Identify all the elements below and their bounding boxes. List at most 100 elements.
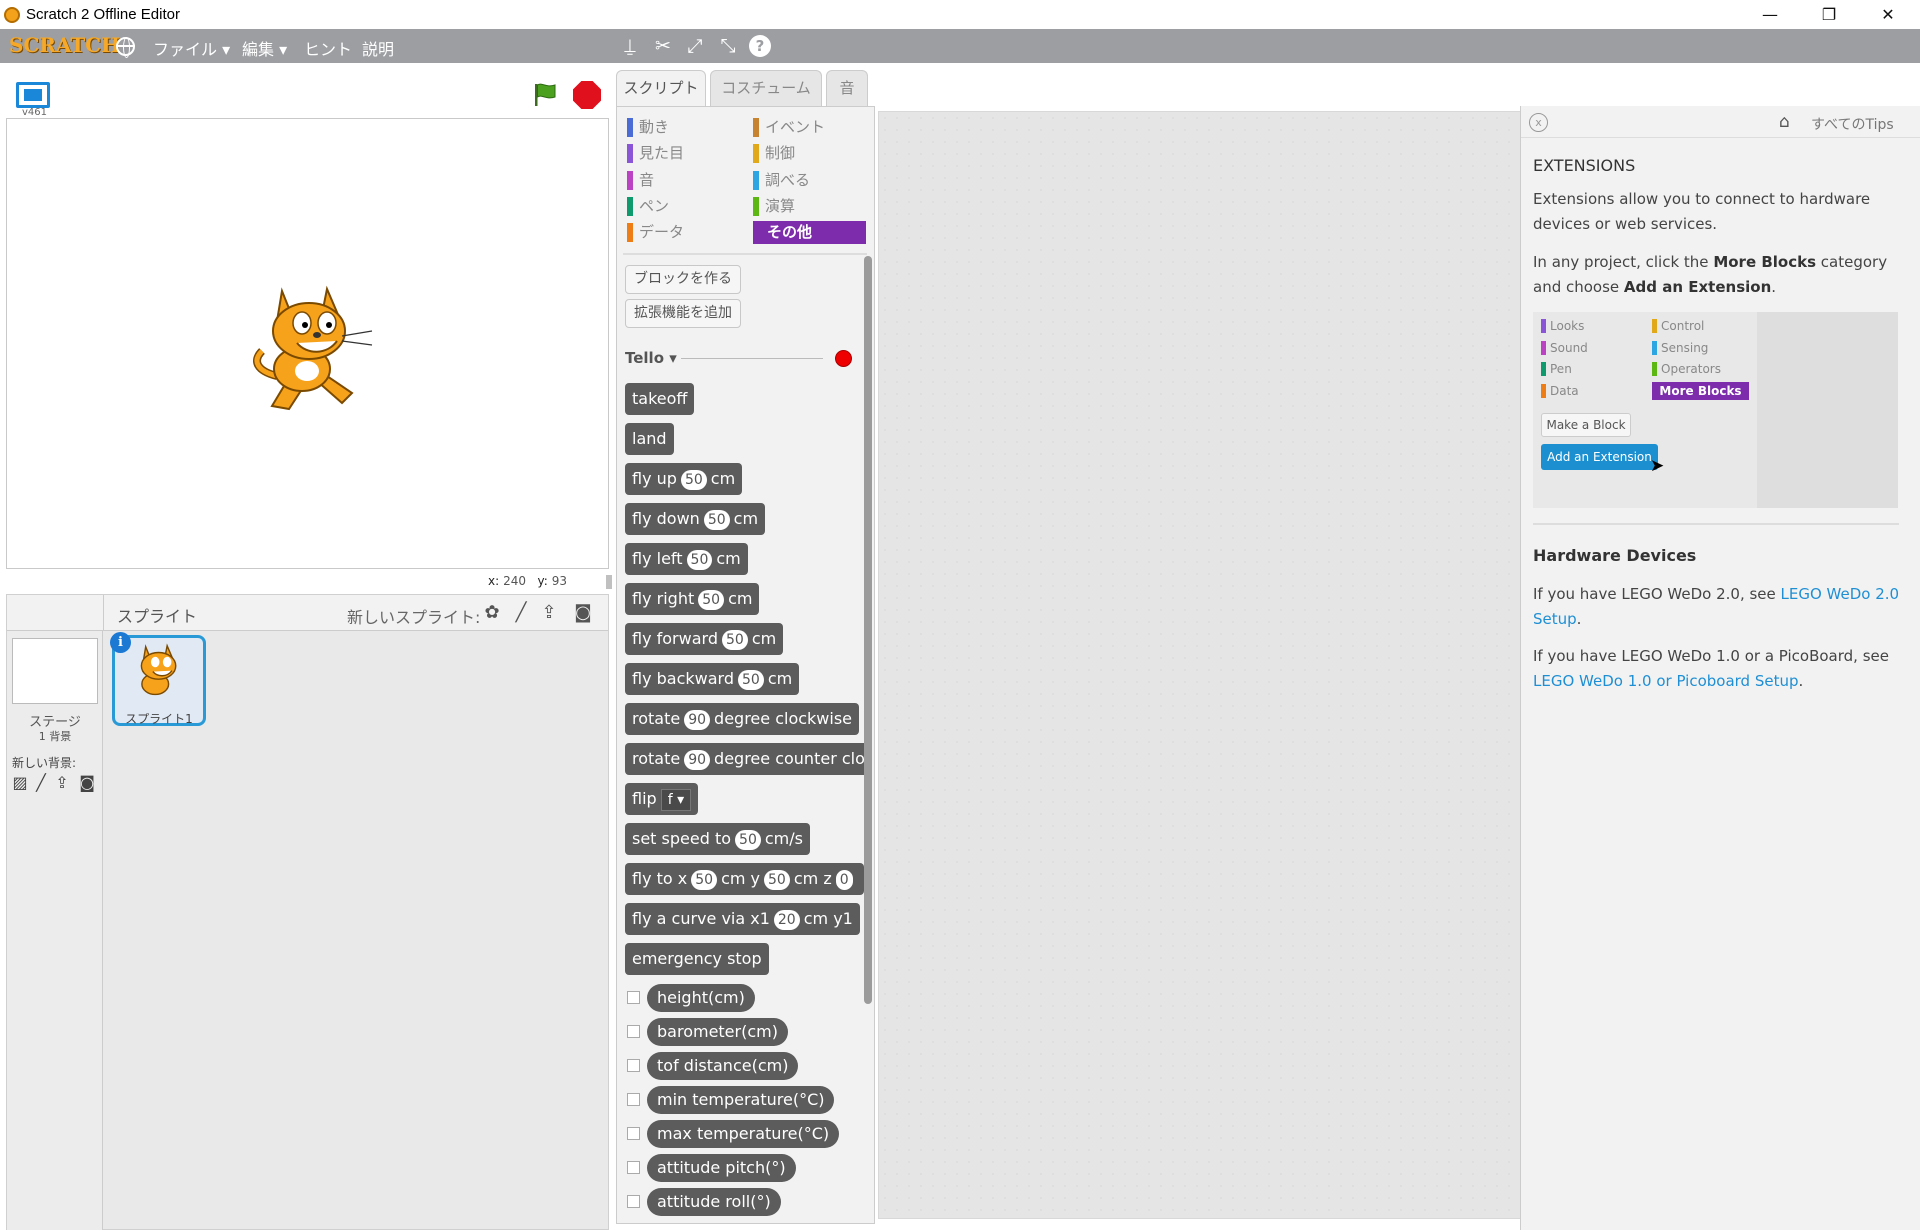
sprite1-name: スプライト1: [125, 712, 193, 726]
checkbox-barometer[interactable]: [627, 1025, 640, 1038]
checkbox-attitude-pitch[interactable]: [627, 1161, 640, 1174]
wedo1-picoboard-link[interactable]: LEGO WeDo 1.0 or Picoboard Setup: [1533, 672, 1799, 690]
palette-scrollbar[interactable]: [864, 256, 872, 1004]
tab-costumes[interactable]: コスチューム: [710, 70, 822, 106]
checkbox-attitude-roll[interactable]: [627, 1195, 640, 1208]
reporter-max-temperature[interactable]: max temperature(°C): [647, 1120, 840, 1148]
menu-tips[interactable]: ヒント: [304, 40, 353, 59]
category-operators[interactable]: 演算: [753, 196, 795, 216]
camera-backdrop-icon[interactable]: ◙: [79, 773, 95, 792]
wedo2-setup-link[interactable]: LEGO WeDo 2.0 Setup: [1533, 585, 1900, 628]
upload-sprite-icon[interactable]: ⇪: [541, 602, 557, 623]
minimize-button[interactable]: —: [1762, 5, 1778, 24]
all-tips-link[interactable]: すべてのTips: [1811, 117, 1894, 133]
category-control[interactable]: 制御: [753, 143, 795, 163]
y-value: 93: [551, 574, 568, 588]
flip-direction-dropdown[interactable]: f ▾: [660, 788, 692, 811]
help-icon[interactable]: ?: [749, 35, 771, 57]
screenshot-script-area: [1757, 312, 1898, 508]
category-sound[interactable]: 音: [627, 170, 654, 190]
sprite-library-icon[interactable]: ✿: [484, 602, 500, 623]
grow-icon[interactable]: ⤢: [687, 35, 703, 57]
mini-make-block-button: Make a Block: [1541, 413, 1631, 437]
tips-header: x ⌂ すべてのTips: [1521, 106, 1920, 138]
reporter-tof-distance[interactable]: tof distance(cm): [647, 1052, 799, 1080]
tab-sounds[interactable]: 音: [826, 70, 868, 106]
mini-category-more-blocks: More Blocks: [1652, 382, 1749, 400]
checkbox-max-temperature[interactable]: [627, 1127, 640, 1140]
y-label: y:: [537, 574, 548, 588]
make-block-button[interactable]: ブロックを作る: [625, 265, 741, 294]
block-emergency-stop[interactable]: emergency stop: [625, 943, 769, 975]
stage-label: ステージ: [29, 715, 81, 730]
mini-category-sound: Sound: [1541, 340, 1588, 356]
menu-file[interactable]: ファイル ▾: [153, 40, 231, 59]
checkbox-tof-distance[interactable]: [627, 1059, 640, 1072]
shrink-icon[interactable]: ⤡: [720, 35, 736, 57]
backdrop-library-icon[interactable]: ▨: [12, 773, 28, 792]
language-globe-icon[interactable]: [116, 37, 135, 58]
upload-backdrop-icon[interactable]: ⇪: [55, 773, 69, 792]
category-motion[interactable]: 動き: [627, 117, 669, 137]
extension-divider: [681, 358, 823, 359]
category-looks[interactable]: 見た目: [627, 143, 684, 163]
script-area[interactable]: [878, 111, 1522, 1219]
category-sensing[interactable]: 調べる: [753, 170, 810, 190]
category-events[interactable]: イベント: [753, 117, 825, 137]
reporter-barometer[interactable]: barometer(cm): [647, 1018, 788, 1046]
close-button[interactable]: ✕: [1881, 5, 1895, 24]
block-takeoff[interactable]: takeoff: [625, 383, 695, 415]
sprite-info-icon[interactable]: i: [110, 632, 131, 653]
tips-close-icon[interactable]: x: [1529, 113, 1548, 132]
category-data[interactable]: データ: [627, 222, 684, 242]
scratch-logo[interactable]: SCRATCH: [9, 33, 121, 57]
stage-column: ステージ 1 背景 新しい背景: ▨ ╱ ⇪ ◙: [7, 631, 103, 1230]
block-land[interactable]: land: [625, 423, 674, 455]
checkbox-min-temperature[interactable]: [627, 1093, 640, 1106]
stage-canvas[interactable]: [6, 118, 609, 569]
reporter-attitude-pitch[interactable]: attitude pitch(°): [647, 1154, 796, 1182]
scratch-app-icon: [4, 7, 20, 23]
tips-divider: [1533, 523, 1899, 525]
paint-sprite-icon[interactable]: ╱: [515, 602, 527, 623]
stage-thumbnail[interactable]: [12, 638, 98, 704]
scratch-cat-sprite[interactable]: [247, 281, 377, 411]
delete-icon[interactable]: ✂: [655, 35, 671, 57]
x-label: x:: [488, 574, 500, 588]
reporter-height[interactable]: height(cm): [647, 984, 755, 1012]
menu-edit[interactable]: 編集 ▾: [242, 40, 288, 59]
category-more-blocks[interactable]: その他: [753, 221, 866, 244]
extension-menu[interactable]: Tello ▾: [625, 349, 677, 367]
reporter-min-temperature[interactable]: min temperature(°C): [647, 1086, 835, 1114]
green-flag-icon[interactable]: [532, 82, 558, 108]
tips-panel: x ⌂ すべてのTips EXTENSIONS Extensions allow…: [1520, 106, 1920, 1230]
stage-collapse-handle[interactable]: [606, 575, 612, 589]
home-icon[interactable]: ⌂: [1779, 112, 1790, 132]
fullscreen-icon[interactable]: [16, 82, 50, 108]
reporter-attitude-roll[interactable]: attitude roll(°): [647, 1188, 781, 1216]
add-extension-button[interactable]: 拡張機能を追加: [625, 299, 741, 328]
new-backdrop-label: 新しい背景:: [12, 756, 77, 770]
paint-backdrop-icon[interactable]: ╱: [36, 773, 46, 792]
restore-button[interactable]: ❐: [1821, 5, 1837, 24]
sprite1-thumbnail: [140, 643, 177, 696]
category-pen[interactable]: ペン: [627, 196, 669, 216]
checkbox-height[interactable]: [627, 991, 640, 1004]
camera-sprite-icon[interactable]: ◙: [574, 602, 592, 623]
stop-icon[interactable]: [573, 81, 601, 109]
duplicate-icon[interactable]: ⍊: [624, 35, 636, 57]
tab-scripts[interactable]: スクリプト: [616, 70, 706, 107]
menu-about[interactable]: 説明: [362, 40, 395, 59]
